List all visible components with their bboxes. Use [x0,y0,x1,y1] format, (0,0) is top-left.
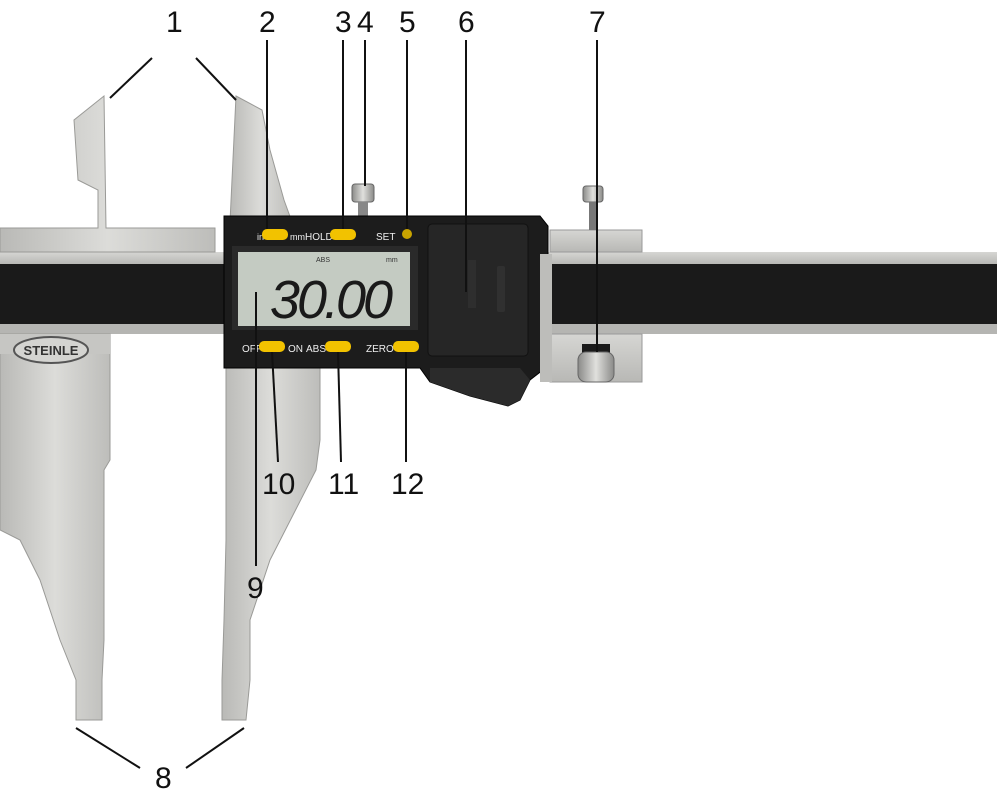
callout-10: 10 [262,468,296,501]
callout-9: 9 [247,572,264,605]
callout-8: 8 [155,762,172,795]
callout-6: 6 [458,6,475,39]
abs-button[interactable]: ABS [306,341,351,355]
hold-label: HOLD [305,232,333,243]
logo-text: STEINLE [24,343,79,358]
unit-mm-label: mm [290,232,305,242]
unit-in-label: in [257,232,264,242]
zero-button[interactable]: ZERO [366,341,419,355]
on-label: ON [288,344,303,355]
callout-7: 7 [589,6,606,39]
callout-2: 2 [259,6,276,39]
lcd-indicator-mm: mm [386,257,398,264]
lcd-display: ABS mm 30.00 [232,246,418,330]
abs-label: ABS [306,344,326,355]
set-label: SET [376,232,395,243]
hold-button[interactable]: HOLD [305,229,356,243]
sliding-jaw [221,95,321,721]
set-button[interactable]: SET [376,229,412,243]
locking-screw[interactable] [351,183,375,218]
fine-adjust-wheel[interactable] [577,344,615,383]
fixed-jaw [0,94,216,721]
zero-label: ZERO [366,344,394,355]
callout-11: 11 [328,468,360,501]
callout-4: 4 [357,6,374,39]
callout-12: 12 [391,468,425,501]
lcd-reading: 30.00 [270,270,393,330]
on-off-button[interactable]: OFF ON [242,341,303,355]
callout-3: 3 [335,6,352,39]
callout-5: 5 [399,6,416,39]
off-label: OFF [242,344,262,355]
unit-toggle-button[interactable]: in mm [257,229,305,242]
leader-lines [75,40,598,769]
callout-1: 1 [166,6,183,39]
lcd-indicator-abs: ABS [316,257,330,264]
steinle-logo: STEINLE [13,336,89,364]
